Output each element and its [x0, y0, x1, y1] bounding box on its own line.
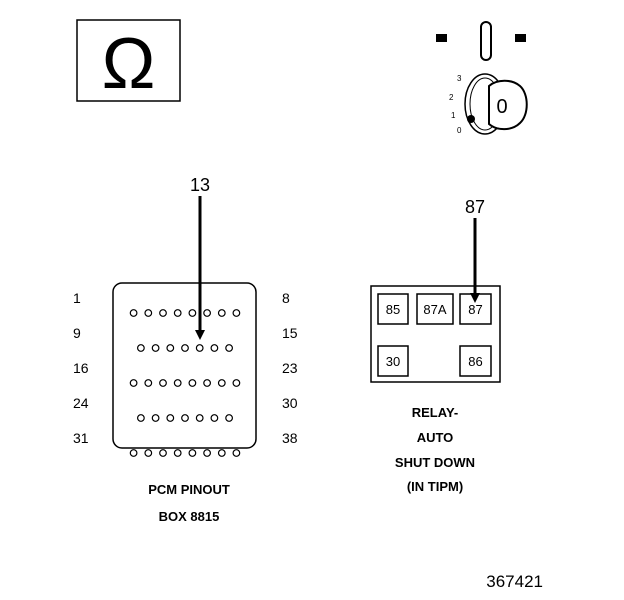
- pcm-pin-hole: [232, 449, 241, 457]
- ignition-position-label: 2: [449, 93, 454, 102]
- pcm-title-line2: BOX 8815: [159, 509, 220, 524]
- pcm-pin-hole: [203, 379, 212, 387]
- pcm-pin-hole: [129, 449, 138, 457]
- ignition-position-label: 1: [451, 111, 456, 120]
- relay-terminal-label: 30: [386, 354, 400, 369]
- figure-number: 367421: [486, 572, 543, 591]
- pcm-pin-hole: [136, 414, 145, 422]
- pcm-row-end-label: 8: [282, 290, 290, 306]
- pcm-pin-hole: [188, 449, 197, 457]
- relay-title-line3: SHUT DOWN: [395, 455, 475, 470]
- pcm-row-start-label: 31: [73, 430, 89, 446]
- pcm-pin-hole: [151, 344, 160, 352]
- ohm-symbol: Ω: [102, 24, 156, 104]
- pcm-pin-hole: [225, 344, 234, 352]
- pcm-pin-hole: [136, 344, 145, 352]
- pcm-pin-hole: [159, 379, 167, 387]
- pcm-row-start-label: 24: [73, 395, 89, 411]
- pcm-pin-hole: [166, 414, 175, 422]
- pcm-callout-pin-label: 13: [190, 175, 210, 195]
- ignition-position-label: 0: [457, 126, 462, 135]
- pcm-row-start-label: 9: [73, 325, 81, 341]
- pcm-pin-hole: [203, 309, 212, 317]
- pcm-pin-hole: [144, 379, 153, 387]
- pcm-row-end-label: 38: [282, 430, 298, 446]
- relay-terminal-box: [459, 345, 492, 377]
- pcm-pin-hole: [173, 379, 182, 387]
- relay-terminal-label: 87A: [423, 302, 446, 317]
- pcm-pin-hole: [151, 414, 160, 422]
- pcm-pin-grid: [129, 309, 241, 457]
- relay-title-line4: (IN TIPM): [407, 479, 463, 494]
- ignition-key-label: 0: [496, 96, 507, 118]
- relay-terminal-box: [416, 293, 454, 325]
- ignition-position-indicator: [467, 115, 475, 123]
- pcm-pin-hole: [217, 379, 226, 387]
- ignition-position-label: 3: [457, 74, 462, 83]
- pcm-pin-hole: [144, 449, 153, 457]
- pcm-connector: 1 9 16 24 31 8 15 23 30 38 13 PCM PINOUT…: [73, 175, 298, 524]
- pcm-pin-hole: [203, 449, 212, 457]
- pcm-pin-hole: [232, 379, 241, 387]
- pcm-pin-hole: [159, 449, 167, 457]
- pcm-pin-hole: [129, 309, 138, 317]
- pcm-row-start-label: 16: [73, 360, 89, 376]
- relay-terminal-box: [377, 293, 409, 325]
- relay: 85 87A 87 30 86 87 RELAY- AUTO SHUT DOWN…: [370, 197, 501, 494]
- pcm-pin-hole: [232, 309, 241, 317]
- pcm-pin-hole: [173, 449, 182, 457]
- pcm-pin-hole: [210, 344, 219, 352]
- relay-terminal-label: 87: [468, 302, 482, 317]
- pcm-pin-hole: [225, 414, 234, 422]
- relay-body: [370, 285, 501, 383]
- pcm-pin-hole: [188, 379, 197, 387]
- pcm-row-end-label: 23: [282, 360, 298, 376]
- pcm-pin-hole: [166, 344, 175, 352]
- pcm-pin-hole: [173, 309, 182, 317]
- pcm-connector-body: [112, 282, 257, 449]
- pcm-title-line1: PCM PINOUT: [148, 482, 230, 497]
- relay-terminal-box: [377, 345, 409, 377]
- pcm-row-end-label: 30: [282, 395, 298, 411]
- pcm-pin-hole: [217, 309, 226, 317]
- pcm-pin-hole: [181, 414, 189, 422]
- pcm-pin-hole: [210, 414, 219, 422]
- relay-title-line1: RELAY-: [412, 405, 458, 420]
- pcm-pin-hole: [195, 344, 204, 352]
- pcm-pin-hole: [129, 379, 138, 387]
- pcm-pin-hole: [144, 309, 153, 317]
- relay-terminal-label: 86: [468, 354, 482, 369]
- pcm-pin-hole: [181, 344, 189, 352]
- ignition-switch-icon: 0 3 2 1 0: [436, 21, 528, 135]
- pcm-pin-hole: [188, 309, 197, 317]
- pcm-pin-hole: [195, 414, 204, 422]
- relay-callout-pin-label: 87: [465, 197, 485, 217]
- pcm-row-start-label: 1: [73, 290, 81, 306]
- ohmmeter-icon: Ω: [76, 19, 181, 104]
- pcm-pin-hole: [217, 449, 226, 457]
- relay-terminal-label: 85: [386, 302, 400, 317]
- pcm-row-end-label: 15: [282, 325, 298, 341]
- pcm-pin-hole: [159, 309, 167, 317]
- relay-title-line2: AUTO: [417, 430, 454, 445]
